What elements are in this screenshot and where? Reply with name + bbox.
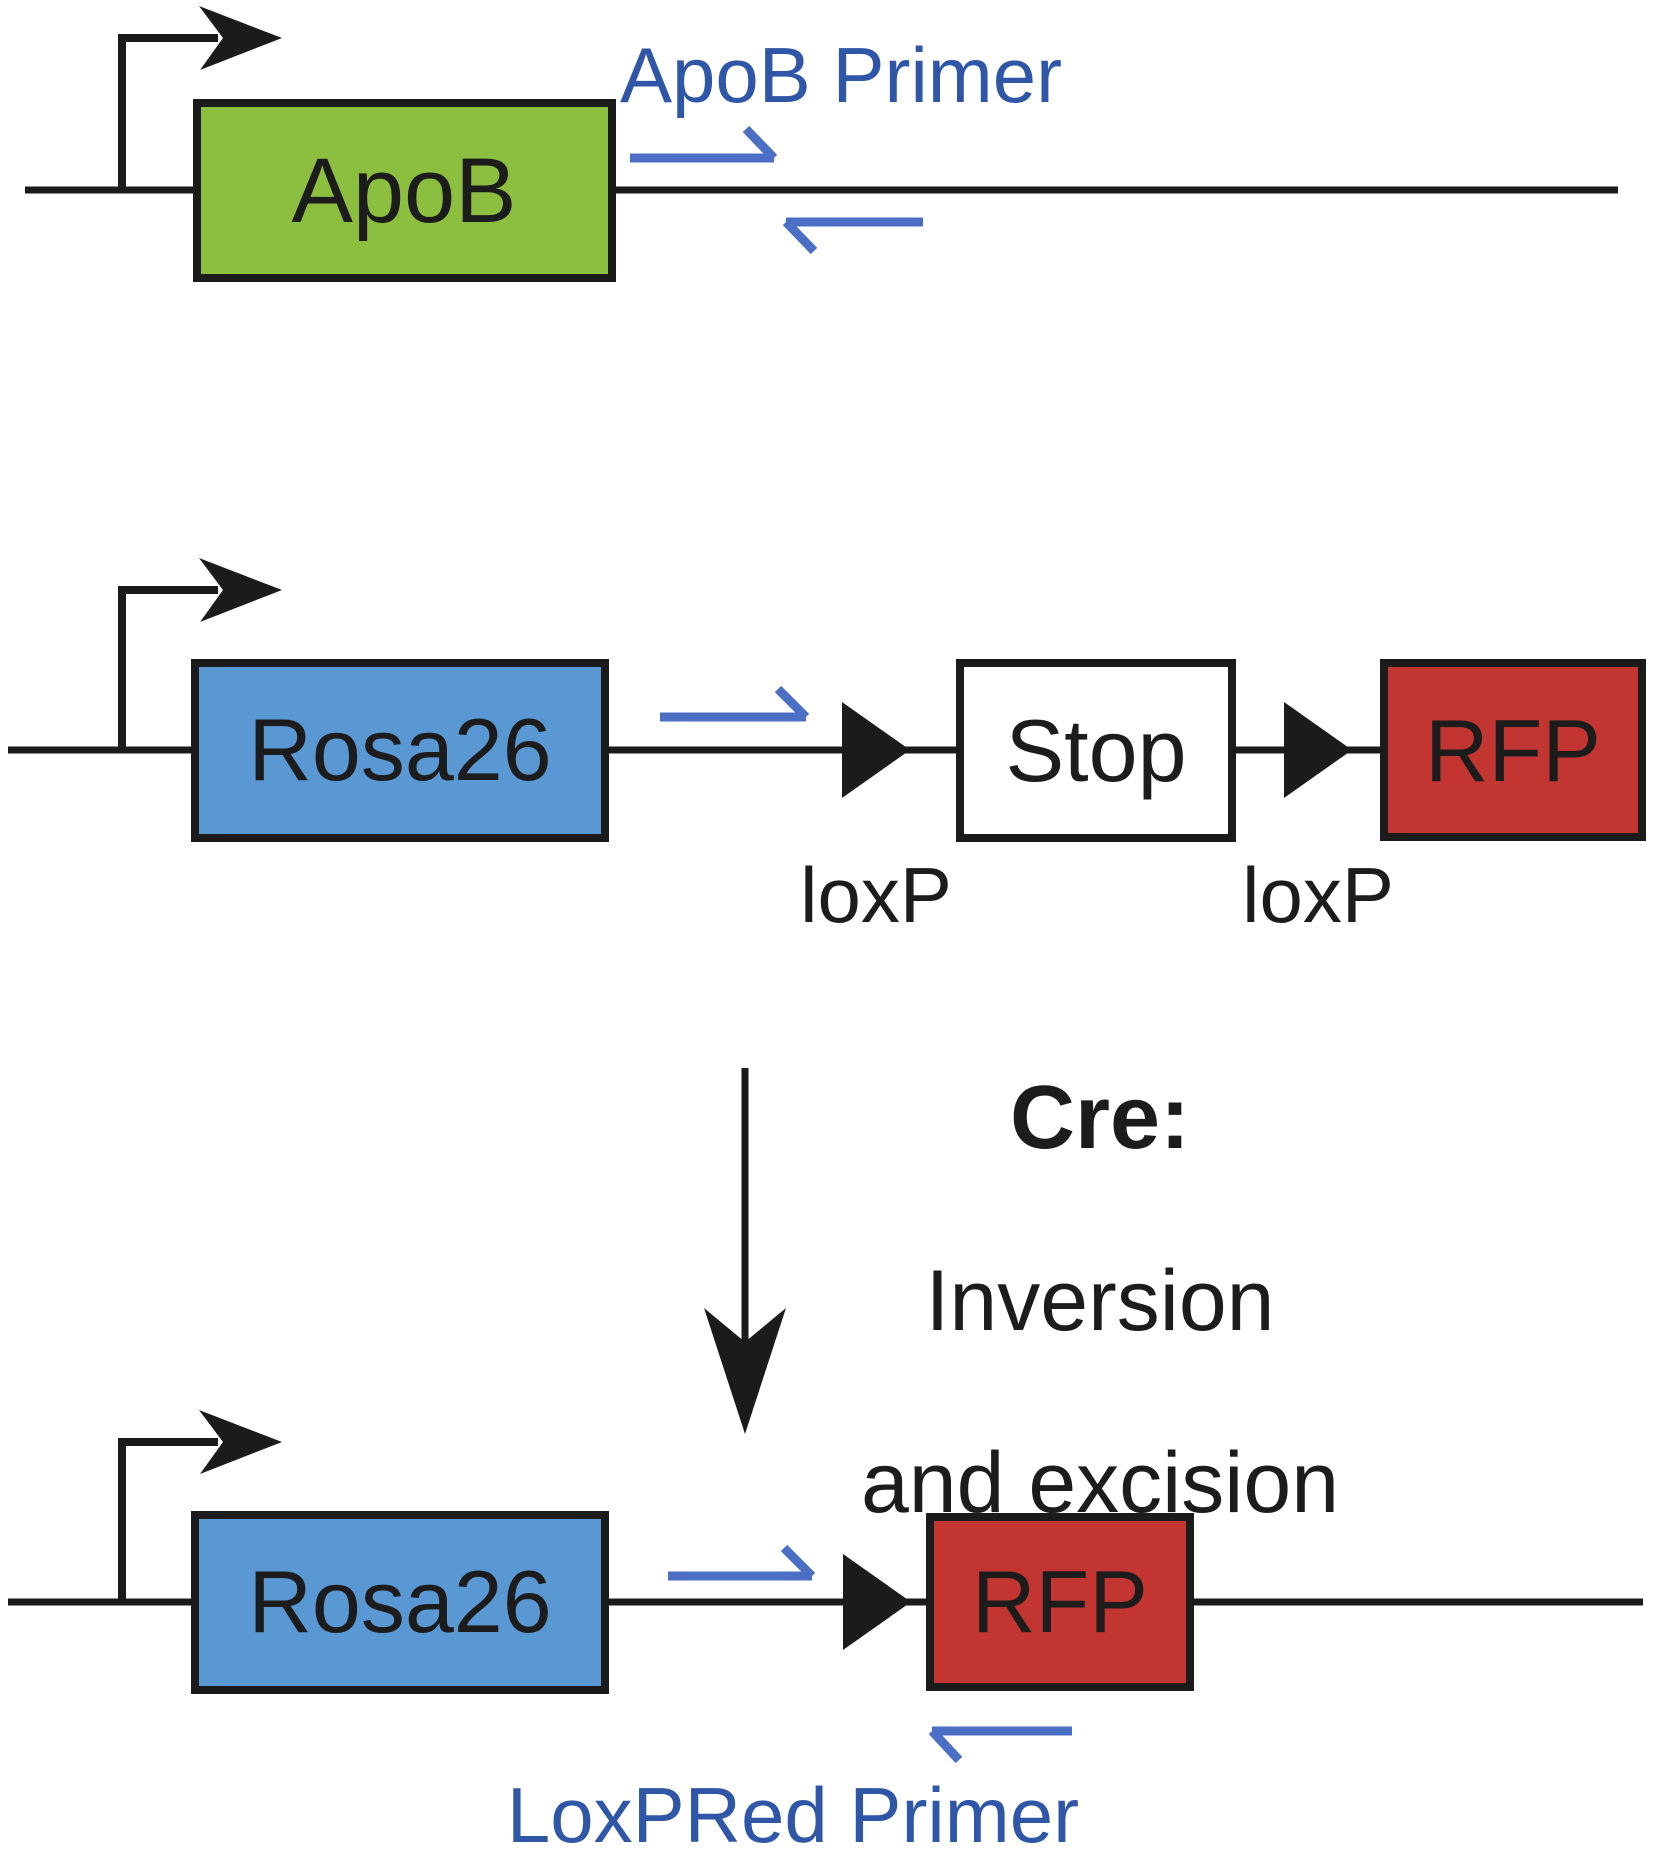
cre-arrowhead-icon — [704, 1308, 786, 1434]
loxp-label-right: loxP — [1242, 851, 1394, 939]
rfp-gene-box — [926, 1513, 1194, 1691]
rfp-gene-box — [1380, 659, 1646, 841]
loxp-triangle-right-icon — [1284, 702, 1352, 798]
promoter-arrow-icon — [118, 34, 218, 190]
rfp-gene-label: RFP — [1425, 701, 1601, 800]
apob-reverse-primer-icon — [782, 217, 923, 255]
loxp-triangle-left-icon — [842, 702, 910, 798]
promoter-arrowhead-icon — [199, 558, 282, 622]
apob-locus-row: ApoB ApoB Primer — [25, 6, 1618, 282]
rosa26-gene-label: Rosa26 — [248, 1552, 551, 1651]
rosa26-stop-construct-row: Rosa26 Stop RFP loxP loxP — [8, 558, 1646, 939]
promoter-arrow-icon — [118, 586, 218, 750]
apob-forward-primer-icon — [630, 125, 778, 163]
stop-cassette-box — [956, 659, 1236, 842]
promoter-arrow-icon — [118, 1438, 218, 1602]
cre-caption-line2: Inversion — [926, 1253, 1275, 1349]
recombined-forward-primer-icon — [668, 1544, 816, 1581]
cre-recombination-step: Cre: Inversion and excision — [704, 1068, 1339, 1531]
promoter-arrowhead-icon — [199, 1410, 282, 1474]
loxpred-reverse-primer-icon — [928, 1726, 1072, 1764]
rfp-gene-label: RFP — [972, 1552, 1148, 1651]
apob-gene-box — [193, 99, 616, 282]
loxp-label-left: loxP — [800, 851, 952, 939]
stop-cassette-label: Stop — [1005, 701, 1186, 800]
rosa26-recombined-row: Rosa26 RFP LoxPRed Primer — [8, 1410, 1643, 1858]
apob-gene-label: ApoB — [291, 140, 516, 242]
rosa26-gene-box — [191, 1511, 609, 1694]
rosa26-gene-box — [191, 659, 609, 842]
loxpred-primer-label: LoxPRed Primer — [507, 1771, 1079, 1858]
rosa26-forward-primer-icon — [660, 685, 810, 722]
promoter-arrowhead-icon — [199, 6, 282, 70]
rosa26-gene-label: Rosa26 — [248, 700, 551, 799]
cre-caption-line1: Cre: — [1010, 1068, 1190, 1168]
apob-primer-label: ApoB Primer — [620, 31, 1062, 119]
loxp-triangle-icon — [843, 1554, 911, 1650]
